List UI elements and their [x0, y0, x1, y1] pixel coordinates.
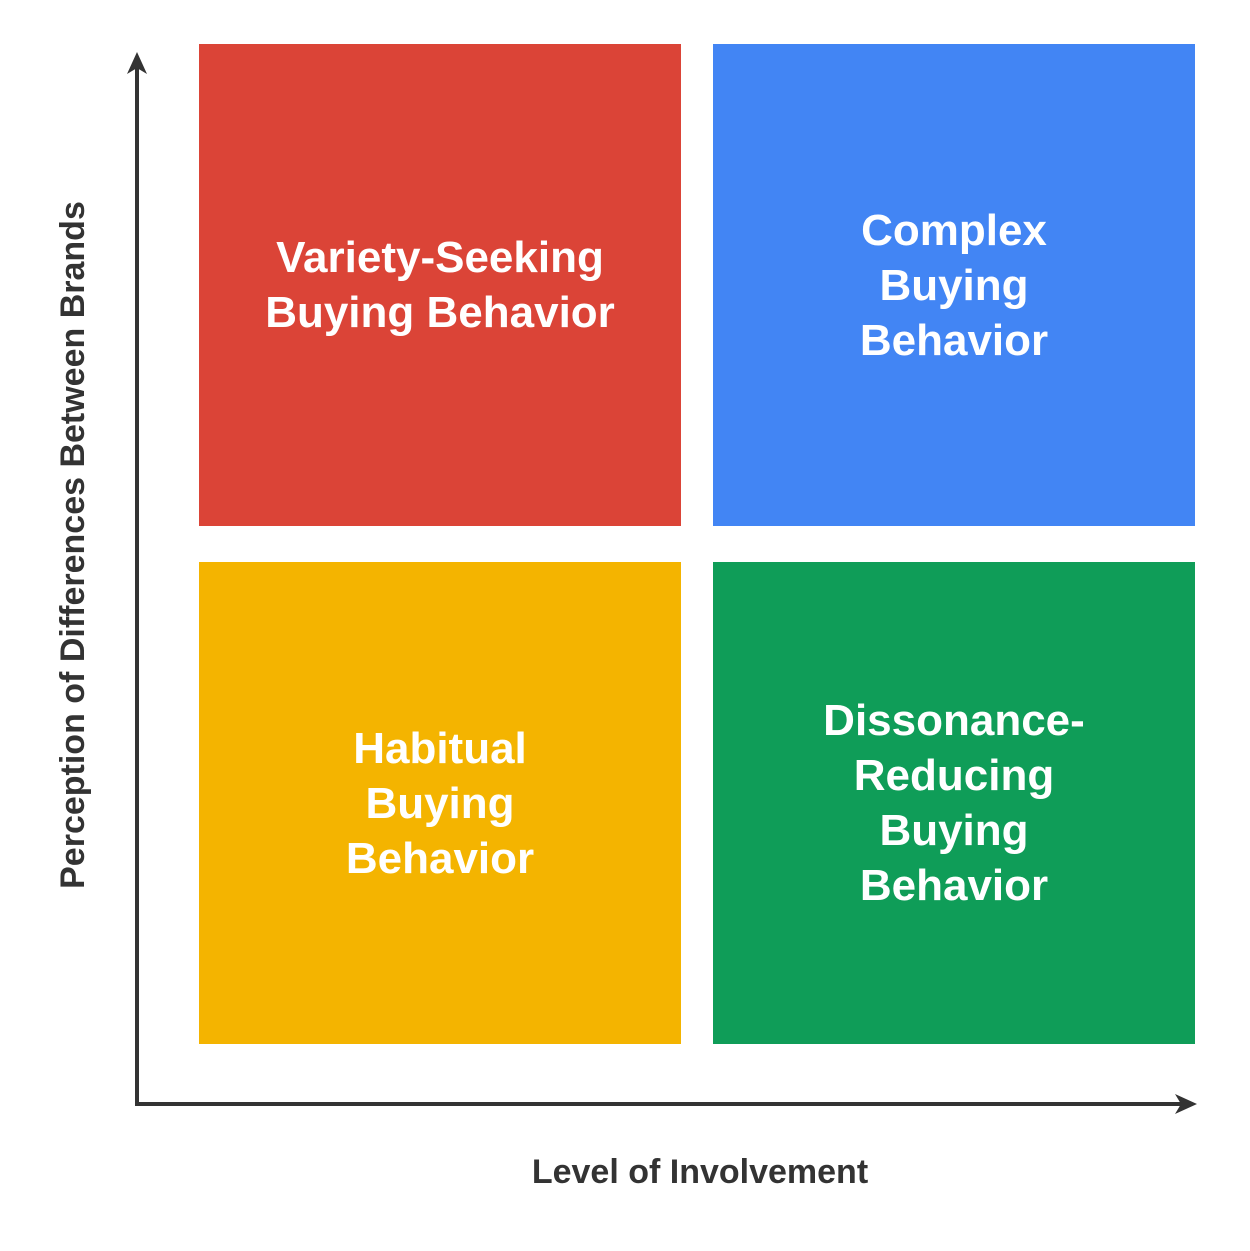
x-axis-arrowhead-icon [1175, 1094, 1197, 1114]
quadrant-complex: Complex Buying Behavior [713, 44, 1195, 526]
y-axis-label: Perception of Differences Between Brands [54, 201, 92, 889]
quadrant-dissonance-reducing: Dissonance- Reducing Buying Behavior [713, 562, 1195, 1044]
quadrant-label: Complex Buying Behavior [859, 205, 1049, 365]
quadrant-variety-seeking: Variety-Seeking Buying Behavior [199, 44, 681, 526]
quadrant-label: Variety-Seeking Buying Behavior [265, 233, 615, 337]
x-axis-label: Level of Involvement [531, 1153, 869, 1191]
y-axis-arrowhead-icon [127, 52, 147, 74]
quadrant-label: Habitual Buying Behavior [345, 723, 535, 883]
quadrant-label: Dissonance- Reducing Buying Behavior [823, 696, 1085, 910]
quadrant-habitual: Habitual Buying Behavior [199, 562, 681, 1044]
